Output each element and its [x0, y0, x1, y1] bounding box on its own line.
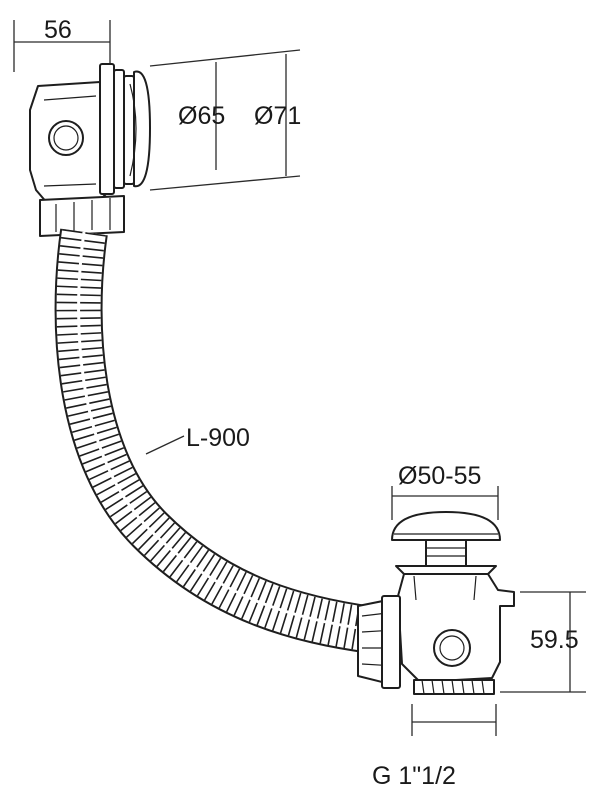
dimension-plug: Ø50-55: [391, 462, 499, 520]
dimension-height: 59.5: [500, 591, 586, 693]
waste-outlet-hole: [433, 629, 471, 667]
flexible-hose: [54, 228, 376, 654]
dim-56-label: 56: [44, 16, 72, 44]
plug-diameter-label: Ø50-55: [398, 462, 481, 490]
thread-label: G 1"1/2: [372, 762, 456, 790]
plug-cap: [391, 511, 501, 541]
waste-body: [357, 511, 515, 695]
hose-length-label-group: L-900: [145, 424, 250, 455]
dimension-thread: G 1"1/2: [372, 704, 497, 790]
dimension-56: 56: [13, 16, 111, 72]
overflow-cover: [133, 70, 151, 188]
overflow-head: [29, 63, 151, 237]
dim-71-label: Ø71: [254, 102, 301, 130]
hose-length-label: L-900: [186, 424, 250, 452]
dimension-overflow-diameters: Ø65 Ø71: [149, 49, 301, 191]
height-label: 59.5: [530, 626, 579, 654]
dim-65-label: Ø65: [178, 102, 225, 130]
